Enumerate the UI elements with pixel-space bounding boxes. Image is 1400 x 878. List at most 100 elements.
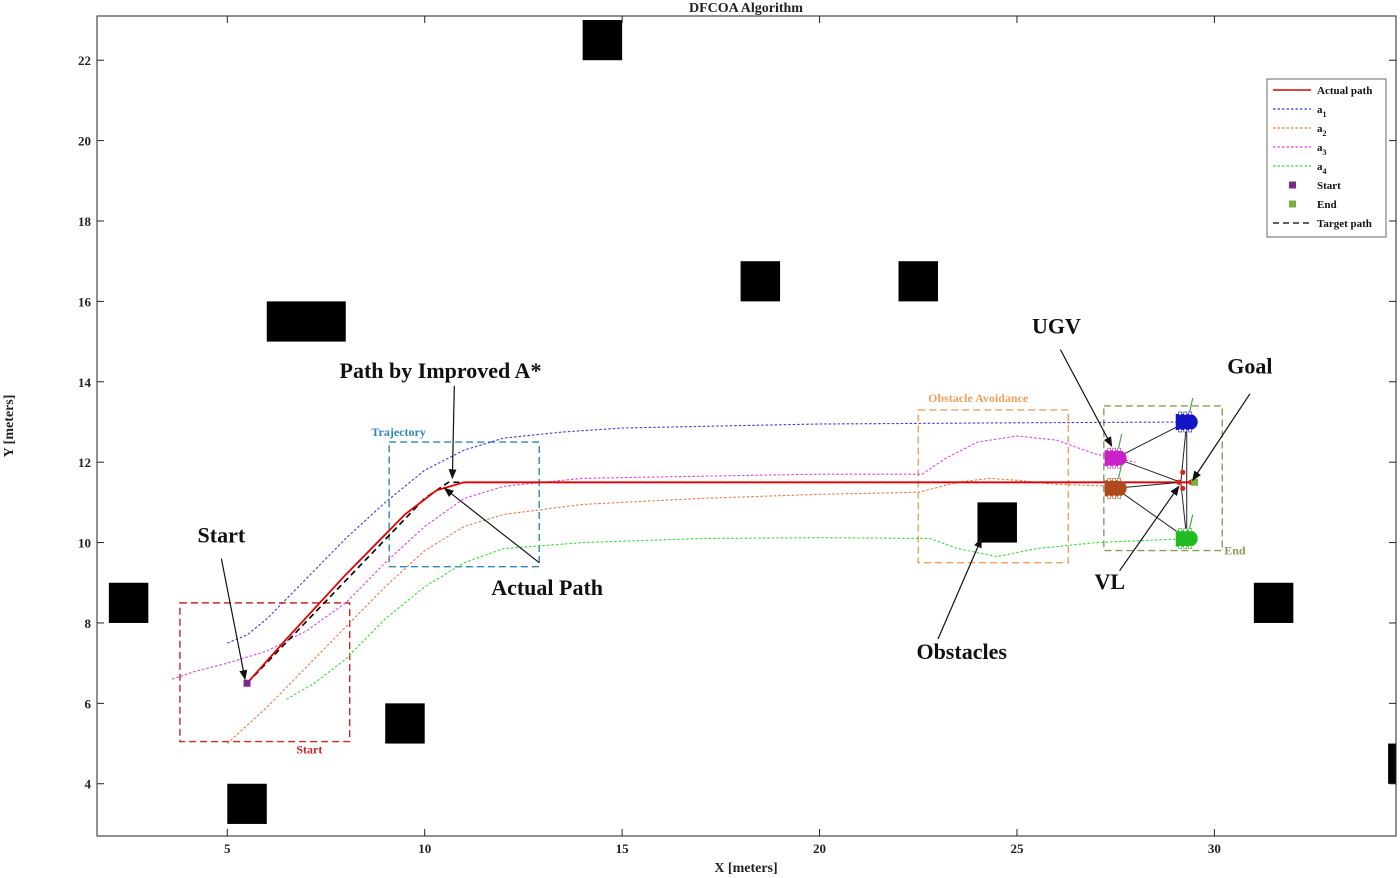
end-marker	[1191, 478, 1199, 486]
obstacle	[977, 502, 1017, 543]
y-tick-label: 14	[78, 375, 92, 390]
obstacle-avoidance-box	[917, 409, 1069, 564]
legend-item-start-label-text: Start	[1317, 180, 1341, 192]
legend-item-a1-label-text: a	[1317, 104, 1323, 116]
legend-item-target-path-label: Target path	[1317, 218, 1372, 230]
plot-frame	[96, 15, 1397, 837]
annotation-start-text: Start	[198, 523, 246, 548]
ugv-a1-wheel	[1188, 428, 1193, 433]
annotation-path-improved-arrow	[448, 385, 457, 480]
annotation-goal-arrow	[1192, 393, 1251, 482]
obstacle	[1388, 743, 1396, 784]
y-tick-label: 4	[85, 777, 92, 792]
vl-point	[1180, 469, 1186, 475]
y-tick-label: 6	[85, 696, 92, 711]
annotation-ugv-text: UGV	[1032, 314, 1081, 339]
obstacle	[740, 261, 781, 302]
y-axis-title: Y [meters]	[2, 395, 17, 458]
legend-item-a4-label: a4	[1317, 161, 1327, 176]
obstacle-avoidance-box-label: Obstacle Avoidance	[928, 391, 1029, 405]
legend-item-a2-label-text: a	[1317, 123, 1323, 135]
ugv-a1-wheel	[1183, 411, 1188, 416]
ugv-a2-front	[1118, 480, 1127, 497]
y-tick-label: 22	[78, 53, 91, 68]
obstacle	[898, 261, 938, 302]
annotation-start-arrow	[220, 558, 248, 681]
markers	[243, 478, 1199, 687]
ugv-a3-wheel	[1107, 464, 1111, 469]
obstacle	[385, 703, 425, 744]
annotation-path-improved-text: Path by Improved A*	[340, 358, 542, 383]
obstacle	[266, 301, 346, 342]
legend-item-a3-label: a3	[1317, 142, 1327, 157]
ugv-a3-wheel	[1117, 447, 1121, 452]
legend-item-start-label: Start	[1317, 180, 1341, 192]
plot-background	[97, 16, 1396, 836]
ugv-a4-wheel	[1178, 528, 1183, 532]
ugv-a3-front	[1118, 450, 1127, 467]
legend-item-end-label-text: End	[1317, 199, 1337, 211]
start-box-label: Start	[296, 743, 322, 757]
ugv-a1-wheel	[1188, 411, 1193, 416]
series-line-a2	[226, 477, 1116, 744]
series-line-actual-path	[246, 481, 1191, 684]
obstacle	[227, 783, 267, 824]
ugv-a3-body	[1104, 450, 1120, 467]
annotation-vl-arrow	[1119, 485, 1180, 572]
x-tick-label: 25	[1010, 841, 1024, 856]
obstacle	[108, 582, 149, 623]
annotation-obstacles-text: Obstacles	[916, 639, 1007, 664]
x-tick-label: 10	[418, 841, 431, 856]
trajectory-box	[388, 441, 540, 568]
ugv-a4-front	[1189, 530, 1198, 547]
ugv-a3-wheel	[1112, 447, 1116, 452]
ugv-a3-wheel	[1117, 464, 1121, 469]
legend-item-a2-label: a2	[1317, 123, 1327, 138]
ugv-link	[1115, 487, 1188, 539]
obstacles	[108, 20, 1396, 824]
y-tick-label: 10	[78, 536, 91, 551]
x-tick-label: 20	[813, 841, 826, 856]
annotation-actual-path-text: Actual Path	[491, 575, 603, 600]
y-tick-label: 16	[78, 294, 92, 309]
annotation-obstacles-arrow	[937, 537, 982, 640]
ugv-link	[1115, 421, 1187, 459]
ugv-a1-wheel	[1178, 428, 1183, 433]
legend-item-actual-path-label: Actual path	[1317, 85, 1372, 97]
x-tick-label: 15	[616, 841, 630, 856]
ugv-group	[1104, 397, 1198, 549]
ugv-a2-body	[1104, 480, 1120, 497]
highlight-boxes	[179, 405, 1223, 743]
ugv-a1-wheel	[1183, 428, 1188, 433]
annotation-goal-text: Goal	[1227, 354, 1272, 379]
ugv-a3-wheel	[1107, 447, 1111, 452]
y-tick-label: 20	[78, 134, 91, 149]
ugv-a1-body	[1175, 413, 1191, 430]
legend-item-a4-label-subscript: 4	[1323, 167, 1327, 176]
obstacle	[582, 20, 623, 61]
series-lines	[171, 421, 1191, 744]
chart-title: DFCOA Algorithm	[689, 1, 803, 16]
trajectory-box-label: Trajectory	[371, 425, 425, 439]
obstacle	[1253, 582, 1294, 623]
legend-item-a1-label: a1	[1317, 104, 1327, 119]
ugv-a3-wheel	[1112, 464, 1116, 469]
legend-item-a2-label-subscript: 2	[1323, 129, 1327, 138]
ugv-a1-wheel	[1178, 411, 1183, 416]
ugv-a2-wheel	[1117, 495, 1121, 499]
y-tick-label: 8	[85, 616, 92, 631]
ugv-a4-wheel	[1178, 545, 1183, 549]
x-tick-label: 30	[1208, 841, 1221, 856]
ugv-a4-wheel	[1188, 528, 1193, 532]
ugv-a4-wheel	[1188, 545, 1193, 549]
y-tick-label: 12	[78, 455, 91, 470]
ugv-a4-wheel	[1183, 545, 1188, 549]
ugv-a2-wheel	[1107, 478, 1111, 482]
vl-point	[1176, 479, 1182, 485]
annotation-ugv-arrow	[1059, 349, 1113, 447]
ugv-a2-wheel	[1107, 495, 1111, 499]
ugv-a4-wheel	[1183, 528, 1188, 532]
